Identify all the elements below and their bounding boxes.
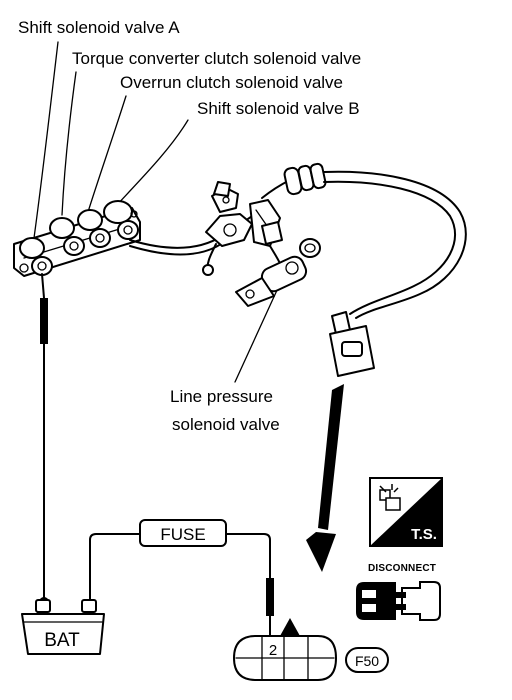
- ts-label: T.S.: [411, 526, 437, 543]
- label-torque-converter-clutch: Torque converter clutch solenoid valve: [72, 49, 361, 68]
- connector-face: 2: [233, 618, 337, 681]
- ts-badge: T.S.: [369, 477, 443, 547]
- label-line-pressure-2: solenoid valve: [172, 415, 280, 434]
- pointer-arrow: [306, 384, 344, 572]
- fuse-circuit: [89, 533, 274, 647]
- disconnect-label: DISCONNECT: [368, 563, 436, 574]
- label-shift-solenoid-b: Shift solenoid valve B: [197, 99, 360, 118]
- battery-label: BAT: [44, 630, 80, 651]
- solenoid-valve-assembly: [13, 200, 141, 277]
- wiring-harness: [129, 162, 467, 319]
- disconnect-connector-icon: [356, 581, 441, 621]
- connector-id: F50: [355, 653, 379, 669]
- connector-id-badge: F50: [345, 647, 389, 673]
- fuse-label: FUSE: [160, 525, 205, 544]
- battery: BAT: [21, 599, 105, 655]
- tool-icon: [379, 484, 401, 511]
- label-shift-solenoid-a: Shift solenoid valve A: [18, 18, 180, 37]
- label-line-pressure-1: Line pressure: [170, 387, 273, 406]
- test-lead-negative: [39, 273, 49, 607]
- label-overrun-clutch: Overrun clutch solenoid valve: [120, 73, 343, 92]
- disconnect-badge: DISCONNECT: [356, 563, 441, 621]
- leader-lines: [33, 41, 279, 383]
- harness-connector: [329, 311, 375, 377]
- fuse: FUSE: [139, 519, 227, 547]
- connector-pin-number: 2: [269, 642, 277, 659]
